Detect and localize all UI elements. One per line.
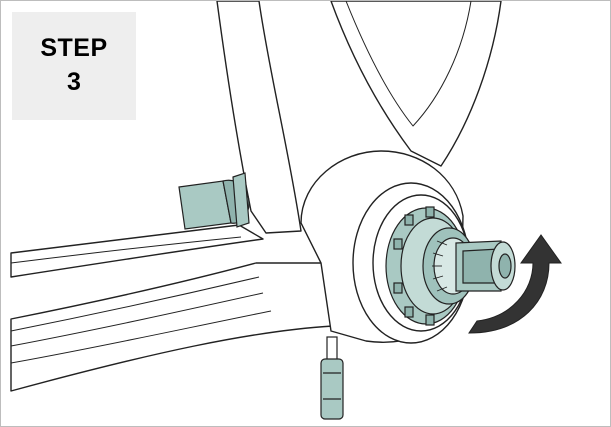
cable-guide: [178, 172, 250, 230]
seat-tube: [216, 1, 302, 234]
step-label: STEP: [40, 34, 108, 63]
lockring-tool: [385, 206, 516, 326]
cable: [320, 336, 344, 420]
down-tube: [330, 1, 502, 167]
seat-stay: [10, 224, 264, 278]
chainstay: [10, 262, 334, 392]
step-number: 3: [67, 68, 81, 96]
step-badge: STEP 3: [12, 12, 136, 120]
rotation-arrow: [468, 234, 562, 334]
